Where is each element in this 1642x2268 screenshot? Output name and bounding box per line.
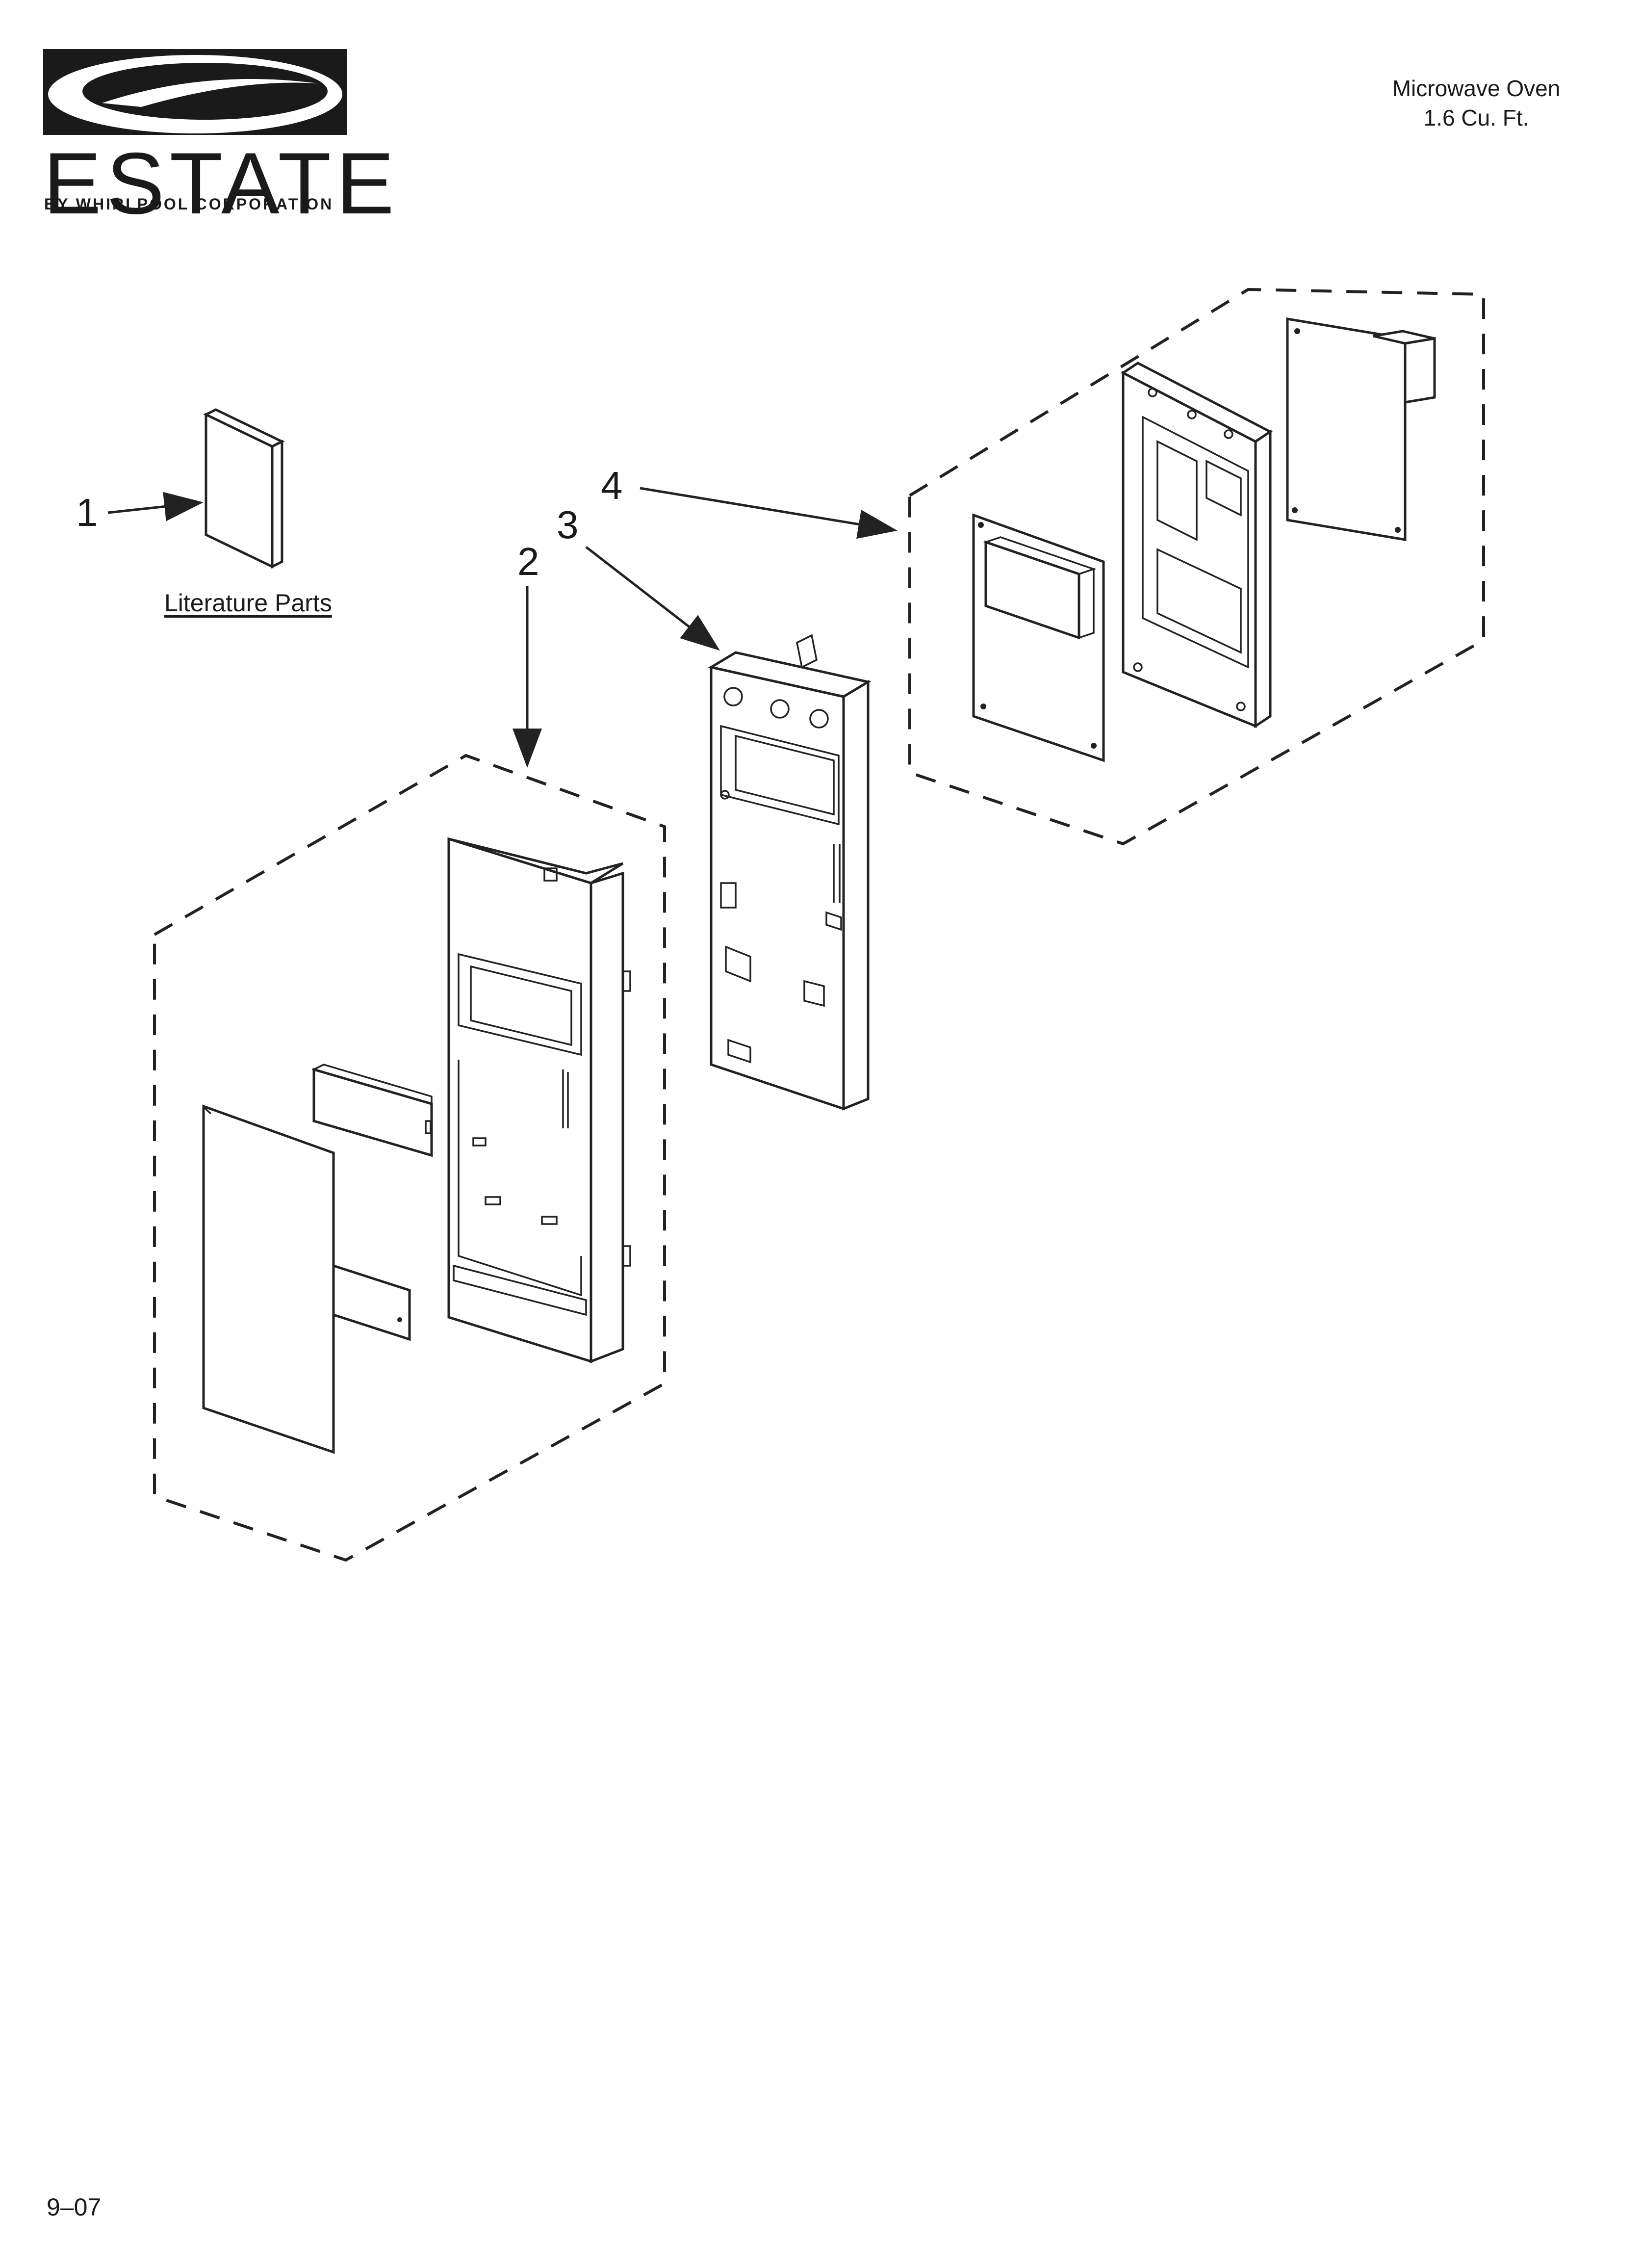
display-lens-part: [311, 1064, 433, 1157]
estate-logo: ESTATE BY WHIRLPOOL CORPORATION: [43, 49, 394, 227]
small-board-part: [332, 1264, 411, 1341]
control-panel-front-part: [447, 837, 631, 1363]
brand-name: ESTATE: [43, 134, 399, 232]
front-plate-part: [972, 513, 1105, 762]
pcb-board-part: [1286, 317, 1436, 541]
date-code: 9–07: [47, 2193, 102, 2221]
callout-1: 1: [76, 491, 98, 534]
assembly-2-outline: [153, 754, 666, 1562]
logo-swoosh-icon: [43, 49, 347, 135]
callout-2: 2: [517, 540, 539, 583]
overlay-panel-part: [202, 1104, 335, 1454]
control-panel-frame-part: [708, 634, 872, 1111]
literature-booklet-part: [203, 408, 285, 569]
leader-arrow-1: [107, 492, 204, 521]
brand-subtitle: BY WHIRLPOOL CORPORATION: [44, 195, 334, 213]
leader-arrow-3: [585, 546, 720, 651]
assembly-4-outline: [908, 287, 1485, 846]
callout-3: 3: [557, 503, 579, 547]
product-title-line1: Microwave Oven: [1392, 76, 1561, 101]
product-title-line2: 1.6 Cu. Ft.: [1423, 105, 1529, 130]
callout-4: 4: [601, 464, 623, 507]
product-title: Microwave Oven 1.6 Cu. Ft.: [1363, 74, 1589, 132]
control-bracket-part: [1121, 362, 1273, 729]
leader-arrow-4: [640, 487, 898, 539]
literature-parts-label: Literature Parts: [164, 589, 332, 617]
